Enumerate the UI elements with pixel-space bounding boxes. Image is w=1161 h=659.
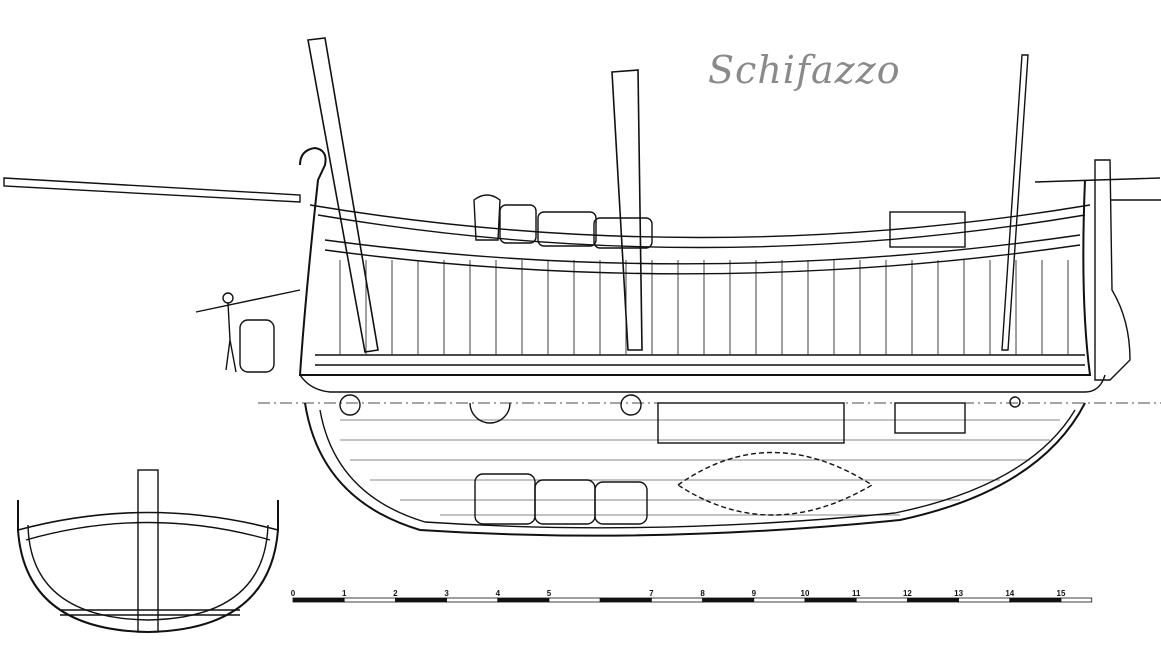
scale-segment: [753, 597, 806, 603]
bowsprit: [3, 177, 301, 203]
capstan-and-barrels: [473, 194, 966, 249]
scale-tick-label: 9: [751, 589, 757, 598]
scale-tick-label: 13: [954, 589, 964, 598]
scale-segment: [651, 597, 704, 603]
scale-segment: [343, 597, 396, 603]
scale-segment: [804, 597, 857, 603]
masts: [307, 37, 1029, 353]
scale-segment: [548, 597, 601, 603]
scale-tick-label: 5: [546, 589, 552, 598]
scale-tick-label: 4: [495, 589, 501, 598]
scale-tick-label: 8: [700, 589, 705, 598]
scale-tick-label: 12: [902, 589, 912, 598]
scale-segment: [497, 597, 550, 603]
scale-tick-label: 2: [393, 589, 398, 598]
scale-tick-label: 0: [290, 589, 296, 598]
scale-segment: [702, 597, 755, 603]
scale-tick-label: 10: [800, 589, 810, 598]
scale-tick-label: 7: [649, 589, 654, 598]
side-elevation: [298, 146, 1161, 393]
scale-tick-label: 1: [341, 589, 347, 598]
scale-segment: [1009, 597, 1062, 603]
scale-segment: [292, 597, 345, 603]
scale-tick-label: 3: [444, 589, 449, 598]
scale-segment: [907, 597, 960, 603]
drawing-title: Schifazzo: [708, 48, 901, 92]
hull-frames: [339, 260, 1069, 355]
scale-segment: [855, 597, 908, 603]
scale-segment: [958, 597, 1011, 603]
scale-segment: [394, 597, 447, 603]
scale-segment: [1060, 597, 1093, 603]
scale-tick-label: 14: [1005, 589, 1015, 598]
scale-segment: [446, 597, 499, 603]
figure-with-barrel: [195, 289, 301, 373]
deck-plan-view: [304, 394, 1086, 537]
scale-bar: [292, 597, 1093, 603]
cross-section: [17, 469, 279, 634]
scale-segment: [599, 597, 652, 603]
scale-tick-label: 15: [1056, 589, 1066, 598]
scale-tick-label: 11: [851, 589, 861, 598]
